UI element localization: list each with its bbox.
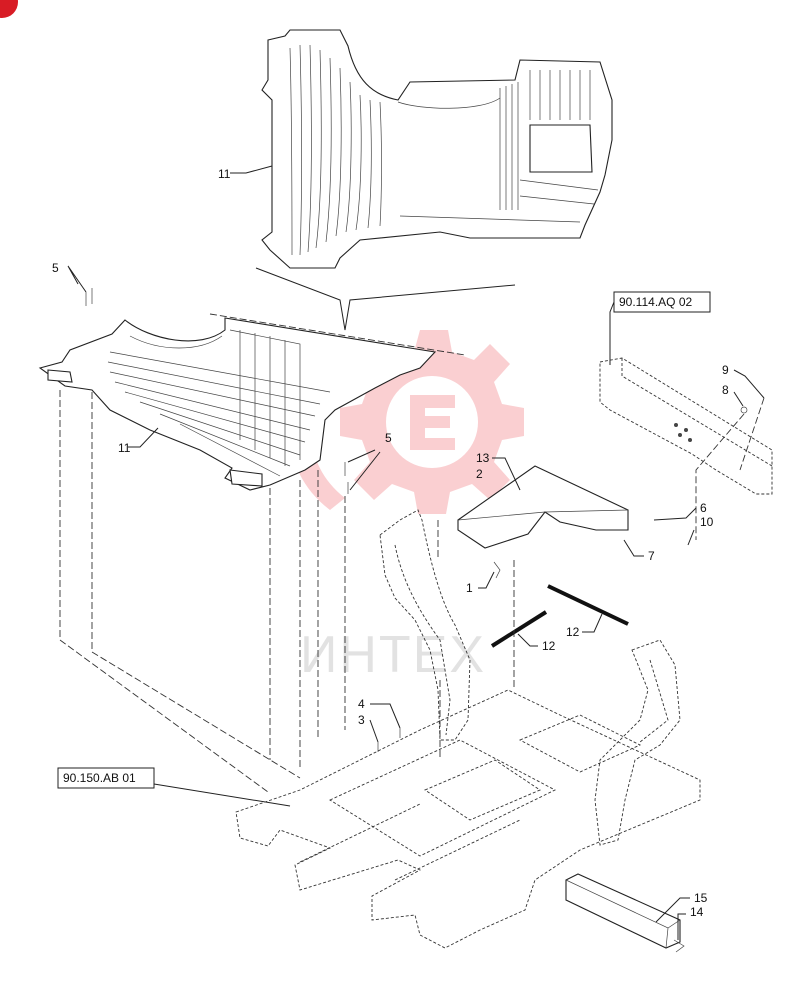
- floor-mat-perspective: [38, 317, 437, 491]
- watermark-text: ИНТЕХ: [300, 626, 486, 684]
- leader-12-b: [582, 613, 603, 633]
- callout-7: 7: [648, 549, 655, 563]
- bracket-assembly: [599, 357, 773, 495]
- leader-7: [623, 539, 644, 557]
- phantom-line-1: [59, 390, 269, 793]
- leader-11-top: [230, 165, 273, 174]
- ref-right: 90.114.AQ 02: [619, 295, 692, 309]
- washer-8-icon: [740, 406, 748, 414]
- leader-14: [677, 913, 686, 940]
- base-frame: [235, 689, 701, 949]
- leader-ref-right: [609, 301, 615, 365]
- callout-12-a: 12: [542, 639, 556, 653]
- rod-12-a: [490, 610, 548, 648]
- detail-bracket: [255, 267, 516, 331]
- leader-1: [478, 571, 495, 589]
- callout-11-mid: 11: [118, 441, 131, 455]
- ref-left: 90.150.AB 01: [63, 771, 136, 785]
- callout-11-top: 11: [218, 167, 231, 181]
- callout-6: 6: [700, 501, 707, 515]
- callout-13: 13: [476, 451, 490, 465]
- leader-6: [653, 507, 697, 521]
- screw-5-left-icon: [85, 288, 93, 306]
- callout-4: 4: [358, 697, 365, 711]
- leader-11-mid: [128, 427, 159, 448]
- leader-4: [370, 703, 401, 729]
- floor-mat-top-view: [261, 29, 613, 269]
- leader-12-a: [517, 633, 538, 647]
- leader-ref-left: [153, 783, 291, 807]
- phantom-line-3: [269, 470, 319, 770]
- phantom-line-4: [344, 496, 441, 760]
- frame-arm-right: [594, 639, 681, 846]
- callout-2: 2: [476, 467, 483, 481]
- callout-5-mid: 5: [385, 431, 392, 445]
- callout-3: 3: [358, 713, 365, 727]
- section-line: [209, 313, 466, 356]
- clip-1-icon: [493, 561, 501, 579]
- leader-8: [733, 391, 744, 407]
- callout-1: 1: [466, 581, 473, 595]
- leader-5-left: [67, 265, 87, 293]
- callout-10: 10: [700, 515, 714, 529]
- leader-15: [655, 897, 690, 923]
- rod-12-b: [547, 584, 629, 626]
- leader-3: [369, 719, 379, 743]
- leader-13-2: [492, 457, 521, 491]
- callout-5-left: 5: [52, 261, 59, 275]
- beam-15: [565, 873, 681, 949]
- cover-panel: [457, 465, 629, 549]
- callout-9: 9: [722, 363, 729, 377]
- fastener-14-icon: [673, 939, 685, 953]
- leader-5-mid: [347, 449, 381, 491]
- screw-3-4-icon: [377, 728, 401, 752]
- frame-arm-left: [379, 509, 471, 741]
- phantom-line-2: [91, 392, 301, 779]
- callout-8: 8: [722, 383, 729, 397]
- callout-14: 14: [690, 905, 704, 919]
- ref-box-left: [57, 767, 155, 789]
- corner-marker-icon: [0, 0, 18, 18]
- callout-12-b: 12: [566, 625, 580, 639]
- leader-10: [687, 529, 695, 546]
- hidden-line-bracket: [695, 397, 765, 540]
- callout-15: 15: [694, 891, 708, 905]
- leader-9: [733, 369, 765, 399]
- screw-5-mid-icon: [344, 462, 349, 494]
